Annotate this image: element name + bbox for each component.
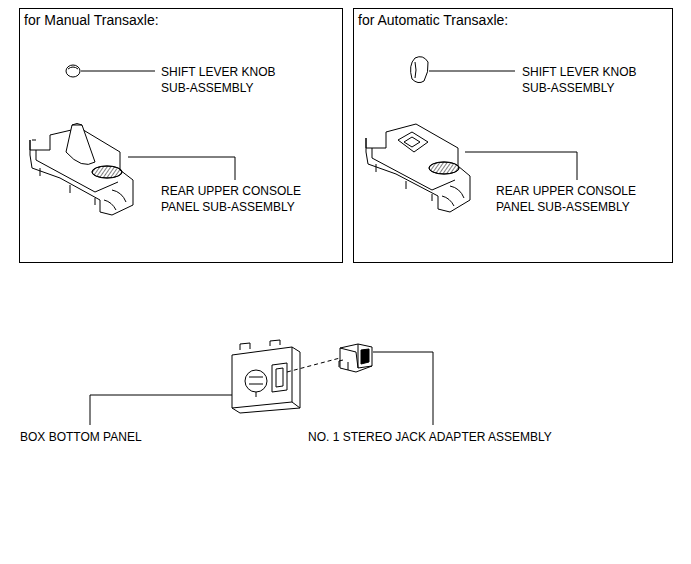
variant-box: for Automatic Transaxle: [353, 8, 673, 263]
leader-line [373, 352, 433, 425]
part-name: NO. 1 STEREO JACK ADAPTER ASSEMBLY [308, 429, 552, 445]
manual-knob [66, 65, 80, 77]
auto-knob [411, 57, 429, 83]
variant-box: for Manual Transaxle: [19, 8, 343, 263]
part-name: SHIFT LEVER KNOB SUB-ASSEMBLY [522, 64, 652, 96]
stereo-jack-adapter [339, 344, 372, 372]
part-name: REAR UPPER CONSOLE PANEL SUB-ASSEMBLY [161, 183, 326, 215]
dashed-line [287, 358, 340, 372]
manual-console [30, 124, 133, 216]
part-name: BOX BOTTOM PANEL [20, 429, 142, 445]
box-heading: for Manual Transaxle: [20, 9, 163, 32]
leader-line [90, 395, 232, 425]
leader-line [429, 71, 515, 72]
leader-line [465, 152, 577, 180]
auto-console [366, 124, 470, 212]
leader-line [128, 157, 235, 180]
part-name: SHIFT LEVER KNOB SUB-ASSEMBLY [161, 64, 291, 96]
leader-line [81, 71, 155, 72]
box-heading: for Automatic Transaxle: [354, 9, 512, 32]
box-bottom-panel [232, 340, 300, 413]
part-name: REAR UPPER CONSOLE PANEL SUB-ASSEMBLY [496, 183, 661, 215]
